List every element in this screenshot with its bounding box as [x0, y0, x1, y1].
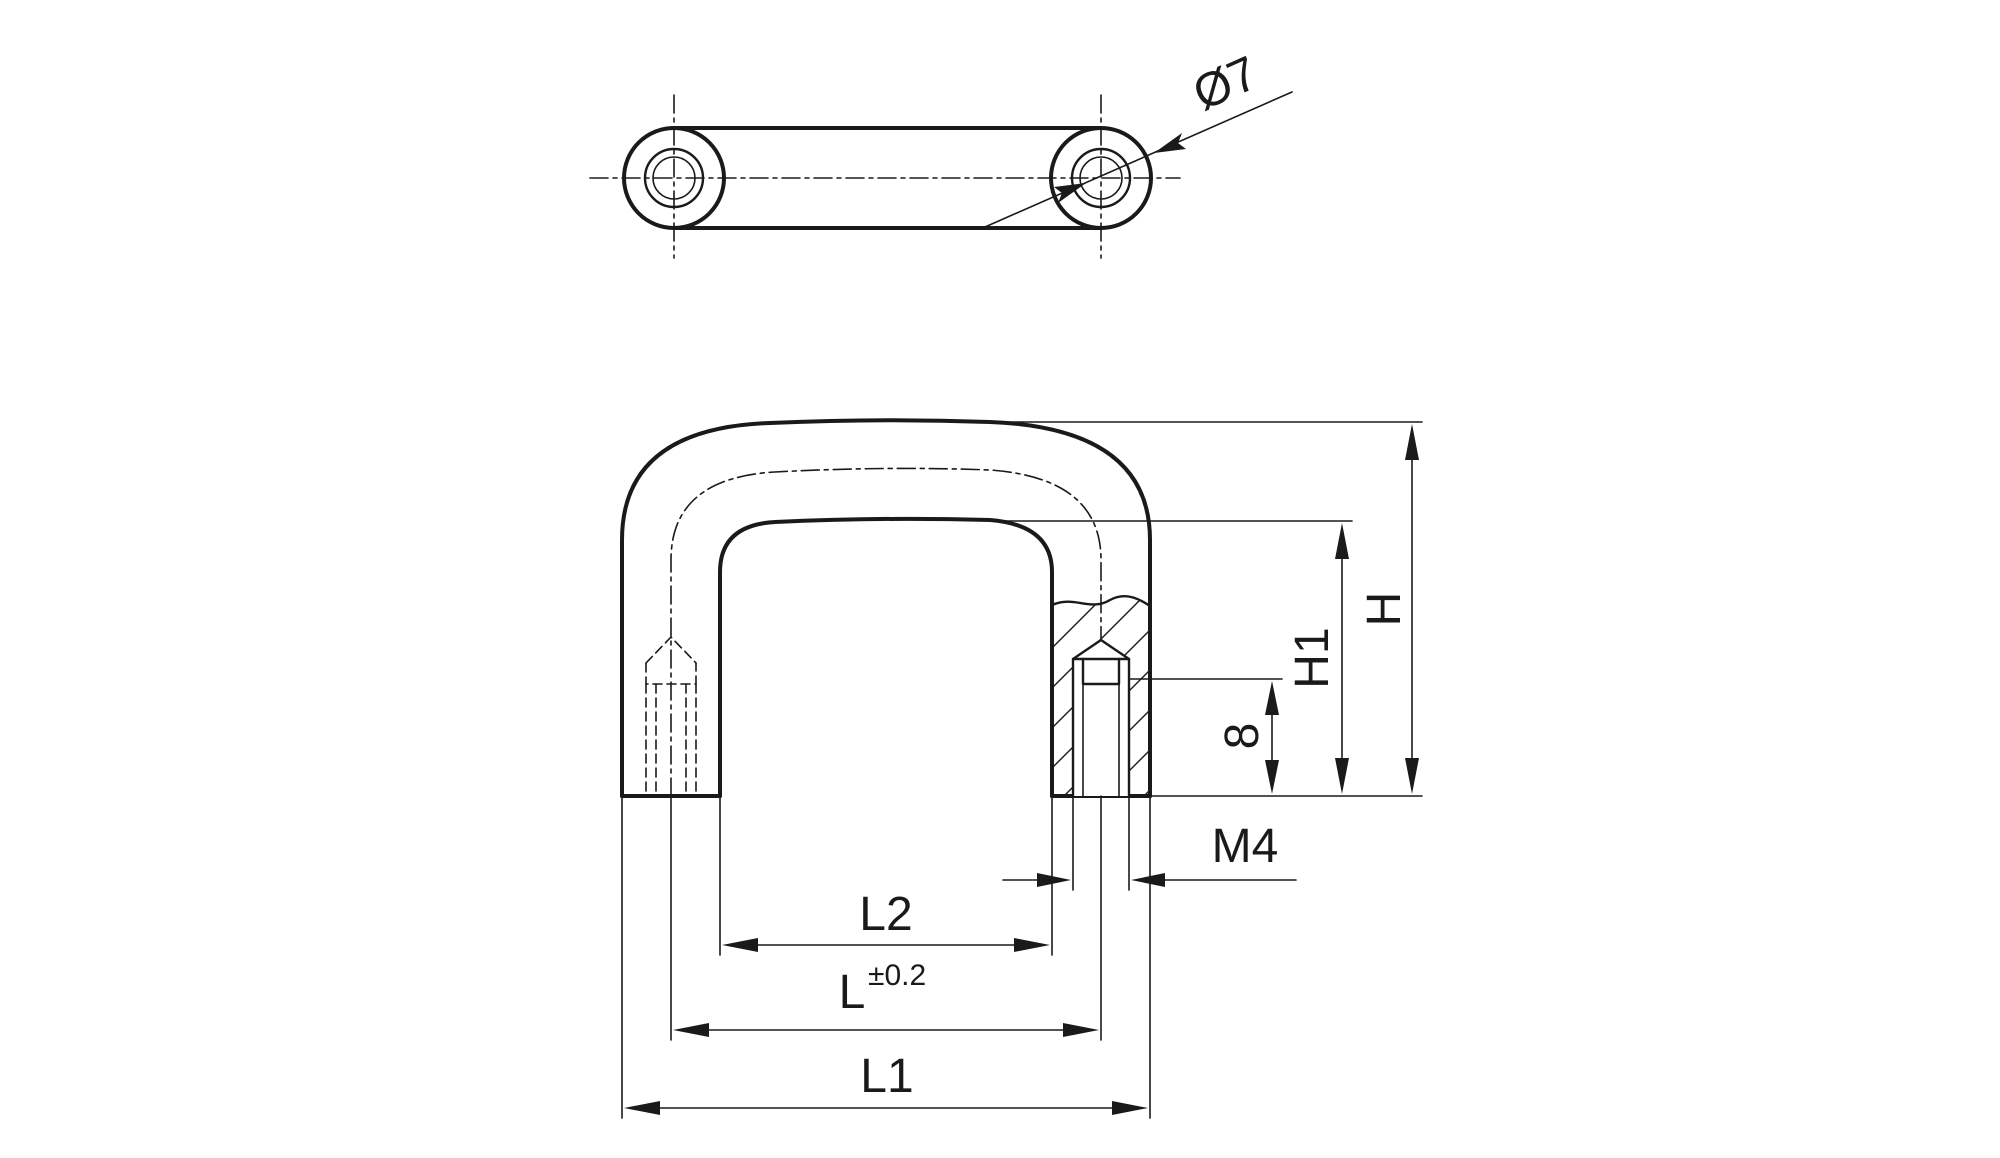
dimension-H1: H1	[994, 520, 1353, 794]
dimension-L: L ±0.2	[670, 795, 1102, 1041]
top-view: Ø7	[589, 47, 1293, 259]
top-view-centerlines	[589, 94, 1181, 259]
dimension-thread-depth: 8	[1128, 678, 1283, 794]
inner-height-label: H1	[1286, 627, 1339, 688]
dimension-L1: L1	[621, 795, 1151, 1119]
handle-centerline	[670, 467, 1102, 797]
thread-label: M4	[1212, 820, 1279, 873]
dimension-H: H	[959, 421, 1423, 797]
dimension-L2: L2	[719, 795, 1053, 956]
inner-width-label: L2	[859, 888, 912, 941]
diameter-label: Ø7	[1186, 47, 1266, 121]
section-view-right-leg	[1050, 595, 1152, 798]
overall-width-label: L1	[860, 1050, 913, 1103]
diameter-dimension: Ø7	[984, 47, 1293, 228]
center-distance-label: L	[839, 966, 866, 1019]
hidden-thread-left	[645, 636, 697, 797]
center-distance-tolerance: ±0.2	[868, 959, 926, 992]
height-label: H	[1358, 592, 1411, 627]
handle-outline	[620, 418, 1152, 798]
thread-depth-label: 8	[1216, 723, 1269, 750]
dimension-M4: M4	[1002, 795, 1297, 891]
front-view: H H1 8 M4	[620, 418, 1423, 1119]
